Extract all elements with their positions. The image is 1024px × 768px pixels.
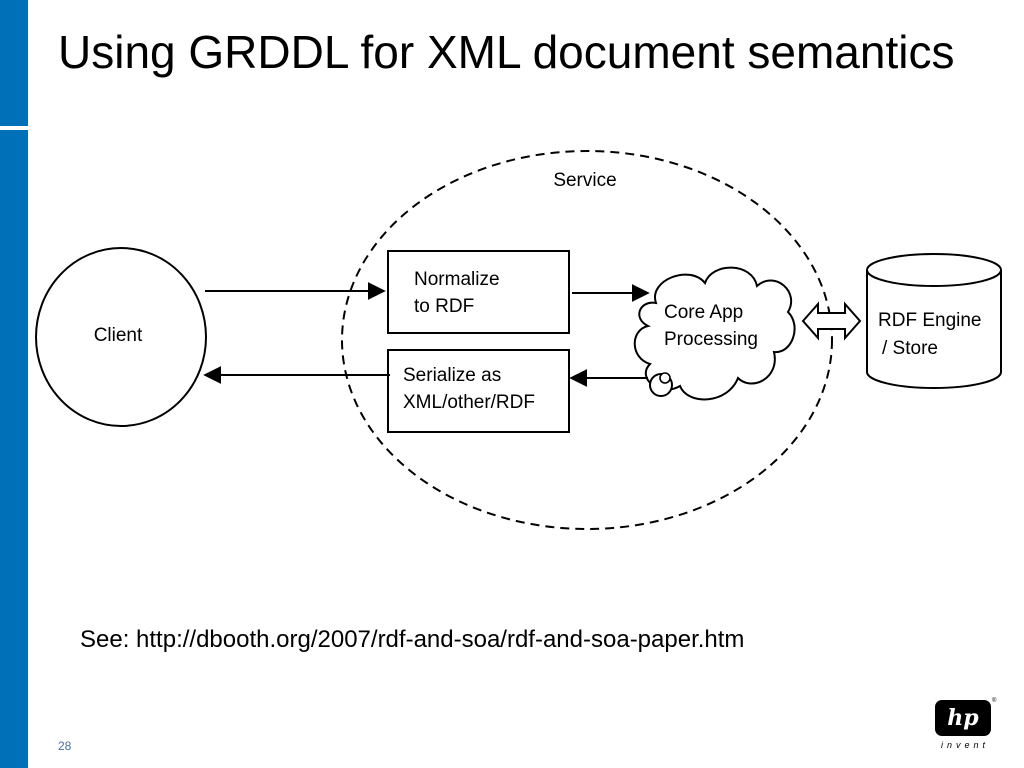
core-processing-cloud [633,266,796,401]
normalize-box [387,250,570,334]
registered-mark: ® [992,698,997,704]
svg-text:RDF Engine / Store: RDF Engine / Store [878,310,987,359]
side-accent-gap [0,126,28,130]
serialize-box [387,349,570,433]
side-accent-bar [0,0,28,768]
rdf-store-cylinder [866,253,1002,389]
svg-text:Serialize as XML/other/RDF: Serialize as XML/other/RDF [403,365,535,413]
reference-link-text: See: http://dbooth.org/2007/rdf-and-soa/… [80,626,745,653]
store-label-line-1: RDF Engine [878,310,982,331]
service-boundary [341,150,833,530]
serialize-label-line-2: XML/other/RDF [403,392,535,413]
side-accent-bottom [0,130,28,768]
core-label-line-2: Processing [664,329,758,350]
svg-text:Normalize to RDF: Normalize to RDF [414,269,505,317]
core-label-line-1: Core App [664,302,743,323]
client-node [35,247,207,427]
hp-logo: hp ® invent [930,698,997,756]
svg-text:Core App Processing: Core App Processing [664,302,758,350]
service-label: Service [553,170,616,191]
normalize-label-line-2: to RDF [414,296,474,317]
page-number: 28 [58,739,72,753]
core-store-double-arrow [801,301,862,341]
store-label-line-2: / Store [882,338,938,359]
hp-logo-tagline: invent [940,740,990,750]
normalize-label-line-1: Normalize [414,269,500,290]
side-accent-top [0,0,28,126]
slide-title: Using GRDDL for XML document semantics [58,26,955,78]
client-label: Client [94,325,143,346]
serialize-label-line-1: Serialize as [403,365,501,386]
hp-logo-mark: hp [935,700,991,736]
